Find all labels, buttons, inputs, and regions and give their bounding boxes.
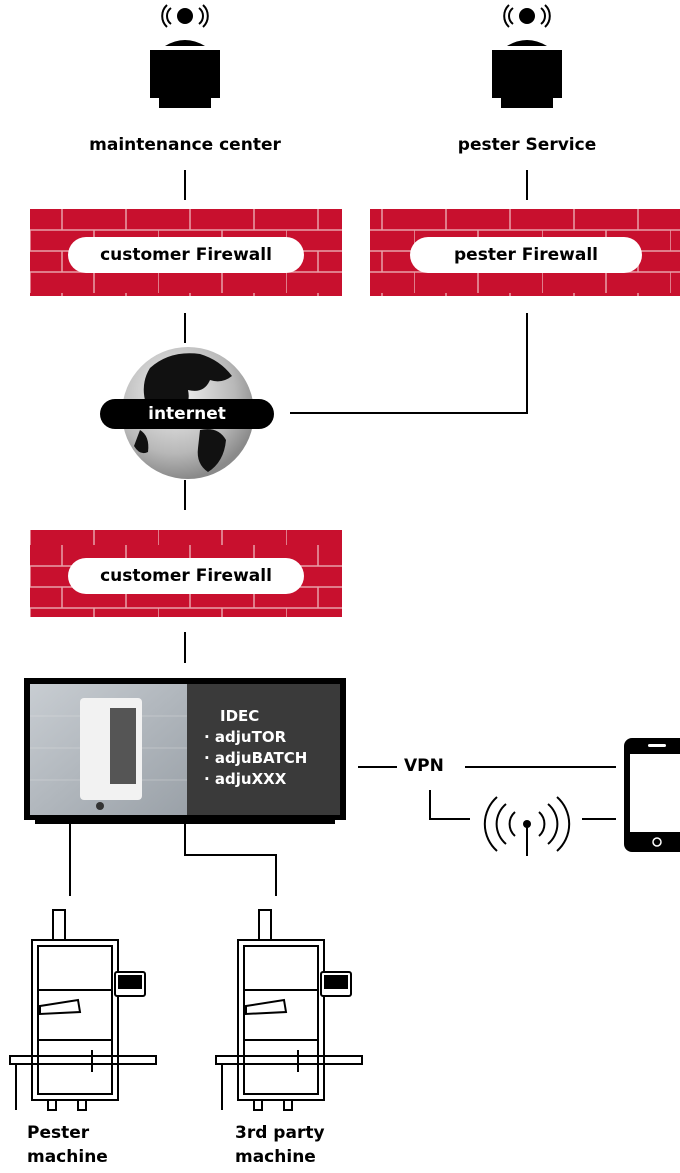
pester-machine-label: Pester machine bbox=[27, 1123, 108, 1167]
wireless-signal-dot bbox=[523, 820, 531, 828]
screen-title: IDEC bbox=[220, 707, 260, 725]
screen-item: · adjuTOR bbox=[204, 728, 287, 746]
operator-icon bbox=[492, 4, 562, 108]
globe-icon bbox=[122, 347, 254, 479]
machine-icon bbox=[215, 909, 363, 1111]
maintenance-center-label: maintenance center bbox=[89, 135, 281, 155]
connector-lines bbox=[69, 170, 616, 896]
machine-icon bbox=[9, 909, 157, 1111]
customer-firewall-top-label: customer Firewall bbox=[68, 237, 304, 273]
wireless-signal-icon bbox=[483, 796, 571, 856]
hmi-screen bbox=[24, 678, 346, 824]
internet-label: internet bbox=[100, 399, 274, 429]
vpn-label: VPN bbox=[404, 756, 444, 776]
pester-firewall-label: pester Firewall bbox=[410, 237, 642, 273]
customer-firewall-bottom-label: customer Firewall bbox=[68, 558, 304, 594]
third-party-machine-label: 3rd party machine bbox=[235, 1123, 325, 1167]
pester-service-label: pester Service bbox=[457, 135, 597, 155]
smartphone-icon bbox=[624, 738, 680, 852]
screen-item: · adjuBATCH bbox=[204, 749, 308, 767]
screen-item: · adjuXXX bbox=[204, 770, 287, 788]
screen-menu: IDEC · adjuTOR · adjuBATCH · adjuXXX bbox=[204, 706, 307, 790]
operator-icon bbox=[150, 4, 220, 108]
